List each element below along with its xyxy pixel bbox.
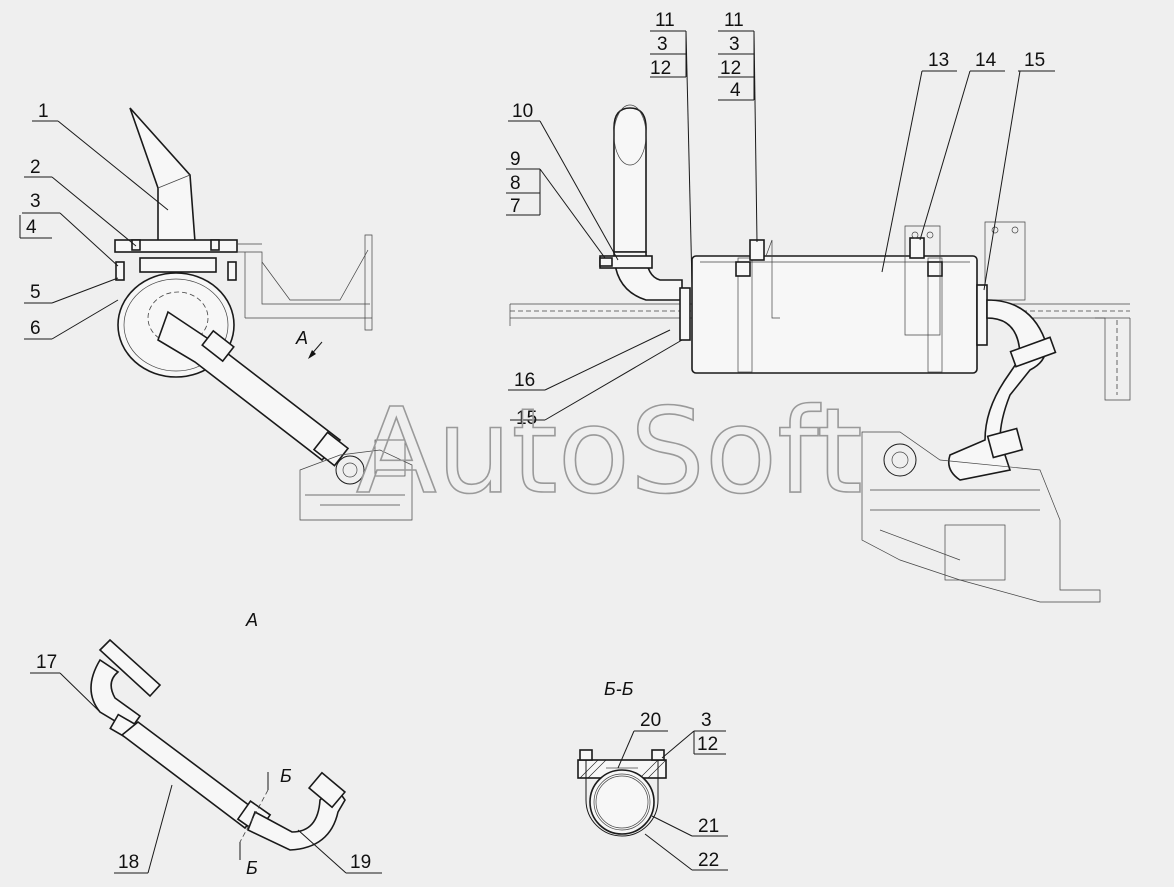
stack1-callout-11: 11 [655, 10, 675, 31]
callout-13: 13 [928, 50, 949, 71]
callout-12-section: 12 [697, 734, 718, 755]
left-air-cleaner-view: А [114, 107, 413, 521]
stack2-callout-4: 4 [730, 80, 741, 101]
watermark: AutoSoft [356, 382, 863, 520]
view-a-detail: А Б Б [90, 610, 347, 878]
callout-14: 14 [975, 50, 997, 71]
stack2-callout-12: 12 [720, 58, 741, 79]
callout-22: 22 [698, 850, 719, 871]
callout-18: 18 [118, 852, 139, 873]
left-callouts: 1 2 3 4 5 6 [19, 101, 169, 340]
callout-6: 6 [30, 318, 41, 339]
section-bb-callouts: 20 3 12 21 22 [617, 710, 728, 871]
callout-5: 5 [30, 282, 41, 303]
callout-1: 1 [38, 101, 49, 122]
section-bb-title: Б-Б [604, 679, 634, 699]
callout-3-section: 3 [701, 710, 712, 731]
right-muffler-view [509, 104, 1131, 603]
callout-10: 10 [512, 101, 533, 122]
callout-7: 7 [510, 196, 521, 217]
callout-16: 16 [514, 370, 535, 391]
cut-mark-top: Б [280, 766, 292, 786]
callout-19: 19 [350, 852, 371, 873]
cut-mark-bottom: Б [246, 858, 258, 878]
callout-8: 8 [510, 173, 521, 194]
stack1-callout-3: 3 [657, 34, 668, 55]
callout-2: 2 [30, 157, 41, 178]
callout-15: 15 [1024, 50, 1045, 71]
right-callouts: 10 9 8 7 16 15 11 3 12 11 3 12 4 13 [506, 10, 1055, 429]
callout-17: 17 [36, 652, 57, 673]
section-bb-detail: Б-Б [577, 679, 667, 837]
callout-20: 20 [640, 710, 661, 731]
callout-21: 21 [698, 816, 719, 837]
callout-9: 9 [510, 149, 521, 170]
stack2-callout-11: 11 [724, 10, 744, 31]
callout-15-lower: 15 [516, 408, 537, 429]
callout-3: 3 [30, 191, 41, 212]
view-arrow-label: А [295, 328, 308, 348]
stack2-callout-3: 3 [729, 34, 740, 55]
view-a-callouts: 17 18 19 [30, 652, 382, 874]
view-a-title: А [245, 610, 258, 630]
stack1-callout-12: 12 [650, 58, 671, 79]
callout-4: 4 [26, 217, 37, 238]
